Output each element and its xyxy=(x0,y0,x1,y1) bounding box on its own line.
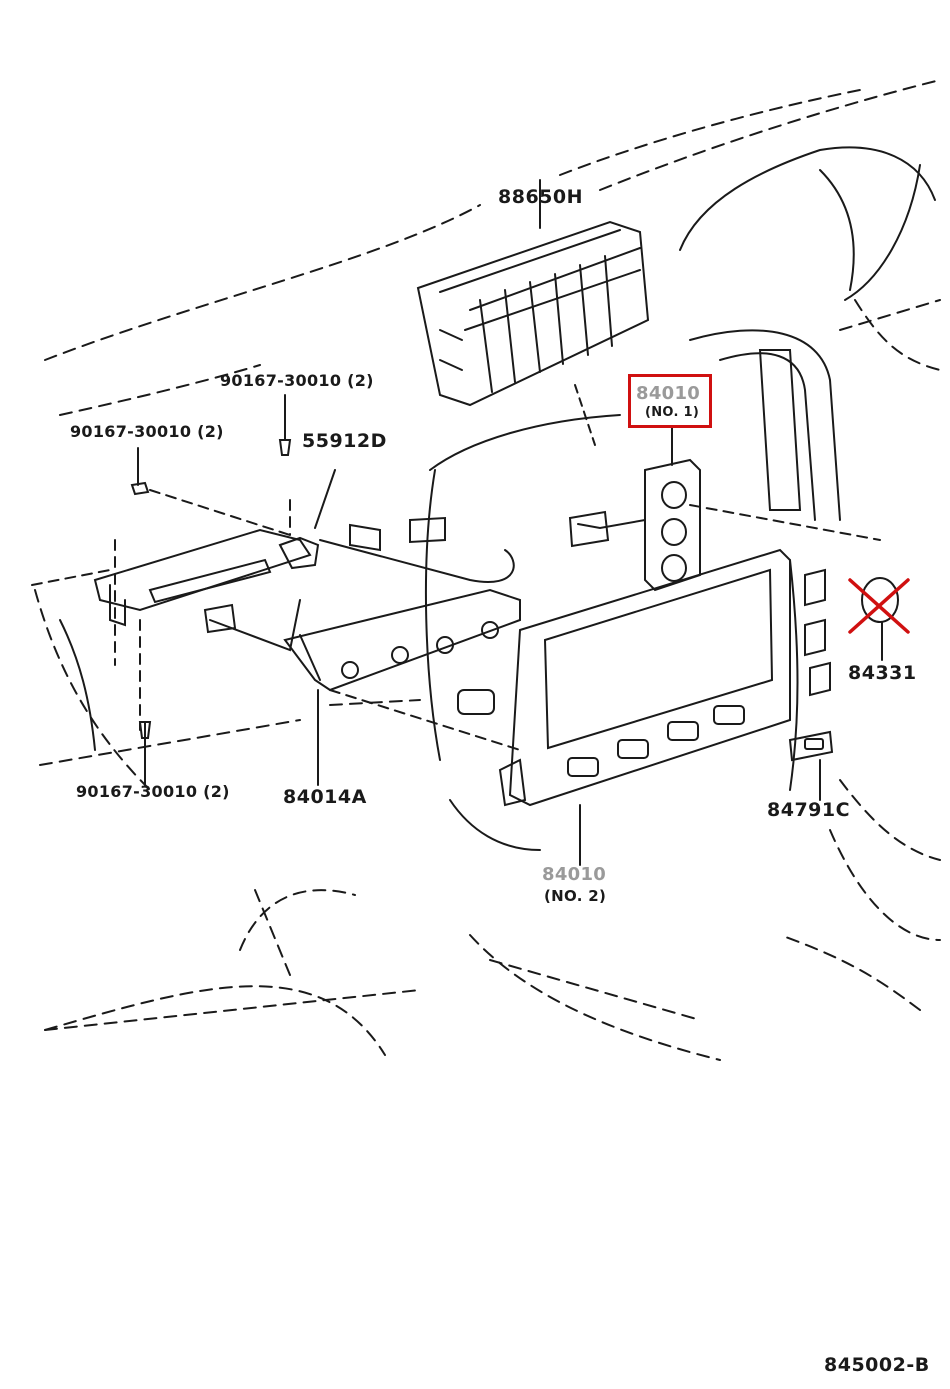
label-90167-top-right: 90167-30010 (2) xyxy=(220,371,374,390)
part-84014a-body xyxy=(203,516,521,786)
remove-cross-icon xyxy=(848,578,910,634)
label-90167-bottom: 90167-30010 (2) xyxy=(76,782,230,801)
part-84010-no1-body xyxy=(568,427,881,592)
label-84010-no1-sub: (NO. 1) xyxy=(645,405,700,420)
label-84331: 84331 xyxy=(848,662,917,684)
part-84010-no2-body xyxy=(329,548,791,866)
screw-fasteners xyxy=(130,394,292,786)
dashboard-outline xyxy=(34,79,941,1061)
label-55912d: 55912D xyxy=(302,430,387,452)
highlight-box-84010-no1 xyxy=(628,374,712,428)
label-84014a: 84014A xyxy=(283,786,367,808)
part-84791c-body xyxy=(788,730,834,801)
part-55912d-body xyxy=(31,469,336,731)
label-88650h: 88650H xyxy=(498,186,584,208)
diagram-code: 845002-B xyxy=(824,1354,930,1376)
label-84010-no2-number: 84010 xyxy=(542,864,607,885)
part-88650h-body xyxy=(416,179,650,446)
label-84010-no2-sub: (NO. 2) xyxy=(544,887,607,905)
dashboard-solid-curves xyxy=(59,146,936,851)
label-84010-no1-number: 84010 xyxy=(636,383,701,404)
label-84791c: 84791C xyxy=(767,799,851,821)
part-84331-body xyxy=(804,568,899,697)
label-90167-top-left: 90167-30010 (2) xyxy=(70,422,224,441)
